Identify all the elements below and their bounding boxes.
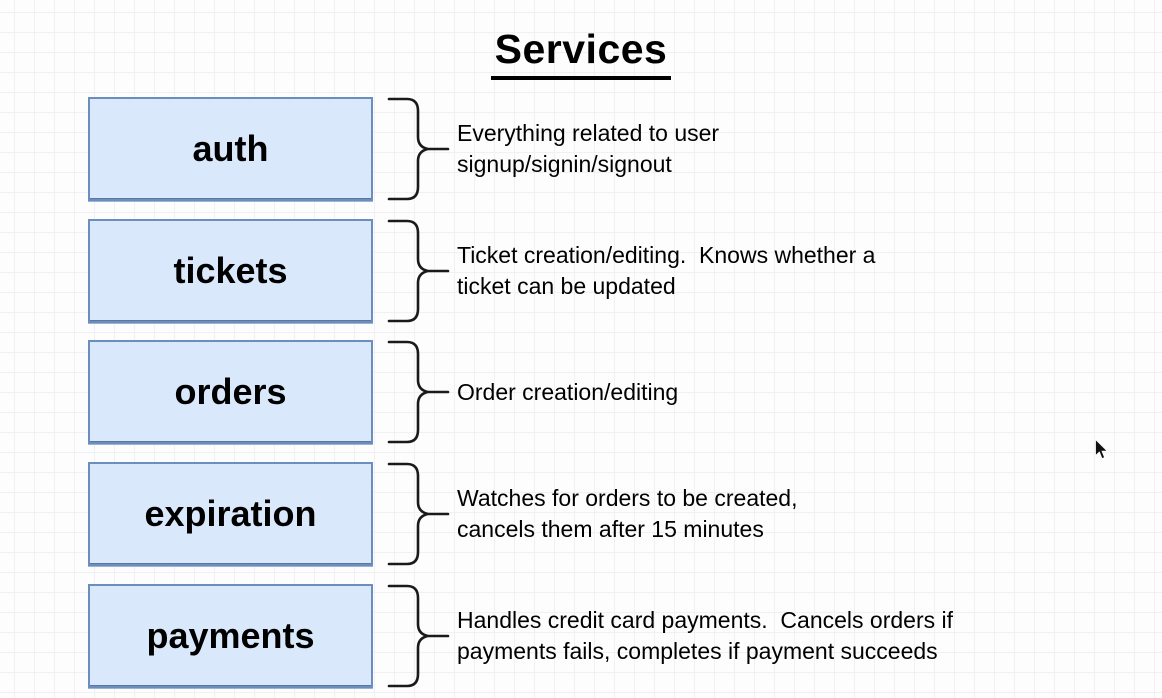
service-box-tickets: tickets <box>88 219 373 323</box>
service-description: Ticket creation/editing. Knows whether a… <box>457 242 876 299</box>
desc-wrap: Everything related to user signup/signin… <box>457 97 719 201</box>
curly-brace-icon <box>387 584 450 688</box>
service-box-label: expiration <box>144 493 317 534</box>
service-row-expiration: expiration Watches for orders to be crea… <box>0 462 1162 566</box>
service-box-payments: payments <box>88 584 373 688</box>
service-description: Watches for orders to be created, cancel… <box>457 485 798 542</box>
title-wrap: Services <box>0 26 1162 80</box>
service-row-tickets: tickets Ticket creation/editing. Knows w… <box>0 219 1162 323</box>
service-row-payments: payments Handles credit card payments. C… <box>0 584 1162 688</box>
curly-brace-icon <box>387 462 450 566</box>
service-box-label: auth <box>192 128 269 169</box>
service-description: Handles credit card payments. Cancels or… <box>457 607 953 664</box>
service-box-expiration: expiration <box>88 462 373 566</box>
service-box-label: orders <box>174 371 287 412</box>
curly-brace-icon <box>387 219 450 323</box>
service-box-auth: auth <box>88 97 373 201</box>
service-box-label: payments <box>146 615 315 656</box>
service-box-label: tickets <box>173 250 288 291</box>
service-description: Everything related to user signup/signin… <box>457 120 720 177</box>
arrow-cursor-icon <box>1095 439 1109 460</box>
curly-brace-icon <box>387 340 450 444</box>
curly-brace-icon <box>387 97 450 201</box>
desc-wrap: Watches for orders to be created, cancel… <box>457 462 797 566</box>
service-box-orders: orders <box>88 340 373 444</box>
service-row-auth: auth Everything related to user signup/s… <box>0 97 1162 201</box>
service-row-orders: orders Order creation/editing <box>0 340 1162 444</box>
desc-wrap: Order creation/editing <box>457 340 678 444</box>
desc-wrap: Ticket creation/editing. Knows whether a… <box>457 219 875 323</box>
service-description: Order creation/editing <box>457 378 679 405</box>
page-title: Services <box>490 26 672 80</box>
desc-wrap: Handles credit card payments. Cancels or… <box>457 584 953 688</box>
